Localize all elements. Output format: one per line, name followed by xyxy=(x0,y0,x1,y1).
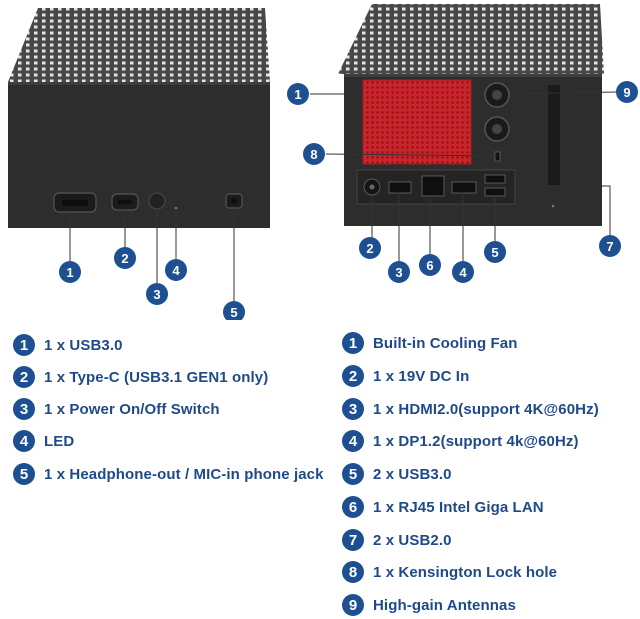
svg-text:1: 1 xyxy=(66,265,73,280)
legend-label: 1 x Headphone-out / MIC-in phone jack xyxy=(44,465,324,483)
front-legend-item: 2 1 x Type-C (USB3.1 GEN1 only) xyxy=(13,364,268,390)
rear-legend-item: 3 1 x HDMI2.0(support 4K@60Hz) xyxy=(342,396,599,422)
rear-legend-item: 9 High-gain Antennas xyxy=(342,592,516,618)
front-legend-item: 4 LED xyxy=(13,428,74,454)
right-callout-7: 7 xyxy=(599,235,621,257)
svg-text:8: 8 xyxy=(310,147,317,162)
legend-label: 1 x DP1.2(support 4k@60Hz) xyxy=(373,432,579,450)
left-callout-2: 2 xyxy=(114,247,136,269)
legend-label: 2 x USB3.0 xyxy=(373,465,452,483)
right-callout-1: 1 xyxy=(287,83,309,105)
legend-label: LED xyxy=(44,432,75,450)
legend-label: 1 x RJ45 Intel Giga LAN xyxy=(373,498,544,516)
left-callout-4: 4 xyxy=(165,259,187,281)
svg-text:4: 4 xyxy=(459,265,467,280)
left-callout-1: 1 xyxy=(59,261,81,283)
legend-label: 1 x USB3.0 xyxy=(44,336,123,354)
right-callout-5: 5 xyxy=(484,241,506,263)
port-legend: 1 1 x USB3.0 2 1 x Type-C (USB3.1 GEN1 o… xyxy=(0,330,640,619)
legend-label: 2 x USB2.0 xyxy=(373,531,452,549)
right-callout-3: 3 xyxy=(388,261,410,283)
svg-text:5: 5 xyxy=(230,305,237,320)
legend-label: 1 x 19V DC In xyxy=(373,367,470,385)
front-legend-item: 1 1 x USB3.0 xyxy=(13,332,123,358)
svg-text:5: 5 xyxy=(491,245,498,260)
legend-badge: 3 xyxy=(13,398,35,420)
front-view-device: 1 2 3 4 5 xyxy=(8,8,270,323)
svg-text:7: 7 xyxy=(606,239,613,254)
legend-badge: 5 xyxy=(342,463,364,485)
right-callout-4: 4 xyxy=(452,261,474,283)
legend-badge: 4 xyxy=(342,430,364,452)
rear-legend-item: 1 Built-in Cooling Fan xyxy=(342,330,517,356)
legend-badge: 8 xyxy=(342,561,364,583)
rear-legend-item: 2 1 x 19V DC In xyxy=(342,363,469,389)
legend-label: 1 x Power On/Off Switch xyxy=(44,400,220,418)
legend-badge: 3 xyxy=(342,398,364,420)
legend-badge: 2 xyxy=(342,365,364,387)
rear-legend-item: 6 1 x RJ45 Intel Giga LAN xyxy=(342,494,544,520)
legend-label: 1 x HDMI2.0(support 4K@60Hz) xyxy=(373,400,599,418)
legend-label: Built-in Cooling Fan xyxy=(373,334,518,352)
mini-pc-diagram: 1 2 3 4 5 xyxy=(8,4,638,323)
right-callout-8: 8 xyxy=(303,143,325,165)
legend-badge: 5 xyxy=(13,463,35,485)
legend-badge: 2 xyxy=(13,366,35,388)
legend-badge: 6 xyxy=(342,496,364,518)
legend-label: High-gain Antennas xyxy=(373,596,516,614)
svg-text:2: 2 xyxy=(366,241,373,256)
legend-badge: 7 xyxy=(342,529,364,551)
legend-badge: 9 xyxy=(342,594,364,616)
svg-text:3: 3 xyxy=(395,265,402,280)
legend-badge: 4 xyxy=(13,430,35,452)
legend-label: 1 x Type-C (USB3.1 GEN1 only) xyxy=(44,368,269,386)
svg-text:9: 9 xyxy=(623,85,630,100)
left-callout-3: 3 xyxy=(146,283,168,305)
right-callout-6: 6 xyxy=(419,254,441,276)
rear-view-device: 1 9 8 2 3 6 4 5 7 xyxy=(287,4,638,283)
left-callout-5: 5 xyxy=(223,301,245,323)
legend-badge: 1 xyxy=(13,334,35,356)
legend-badge: 1 xyxy=(342,332,364,354)
right-callout-9: 9 xyxy=(616,81,638,103)
rear-legend-item: 5 2 x USB3.0 xyxy=(342,461,452,487)
svg-text:6: 6 xyxy=(426,258,433,273)
svg-text:3: 3 xyxy=(153,287,160,302)
svg-text:4: 4 xyxy=(172,263,180,278)
rear-legend-item: 4 1 x DP1.2(support 4k@60Hz) xyxy=(342,428,579,454)
svg-text:2: 2 xyxy=(121,251,128,266)
legend-label: 1 x Kensington Lock hole xyxy=(373,563,558,581)
right-callout-2: 2 xyxy=(359,237,381,259)
rear-legend-item: 7 2 x USB2.0 xyxy=(342,527,452,553)
svg-text:1: 1 xyxy=(294,87,301,102)
front-legend-item: 3 1 x Power On/Off Switch xyxy=(13,396,220,422)
front-legend-item: 5 1 x Headphone-out / MIC-in phone jack xyxy=(13,461,324,487)
product-illustration: 1 2 3 4 5 xyxy=(8,4,638,323)
rear-legend-item: 8 1 x Kensington Lock hole xyxy=(342,559,557,585)
